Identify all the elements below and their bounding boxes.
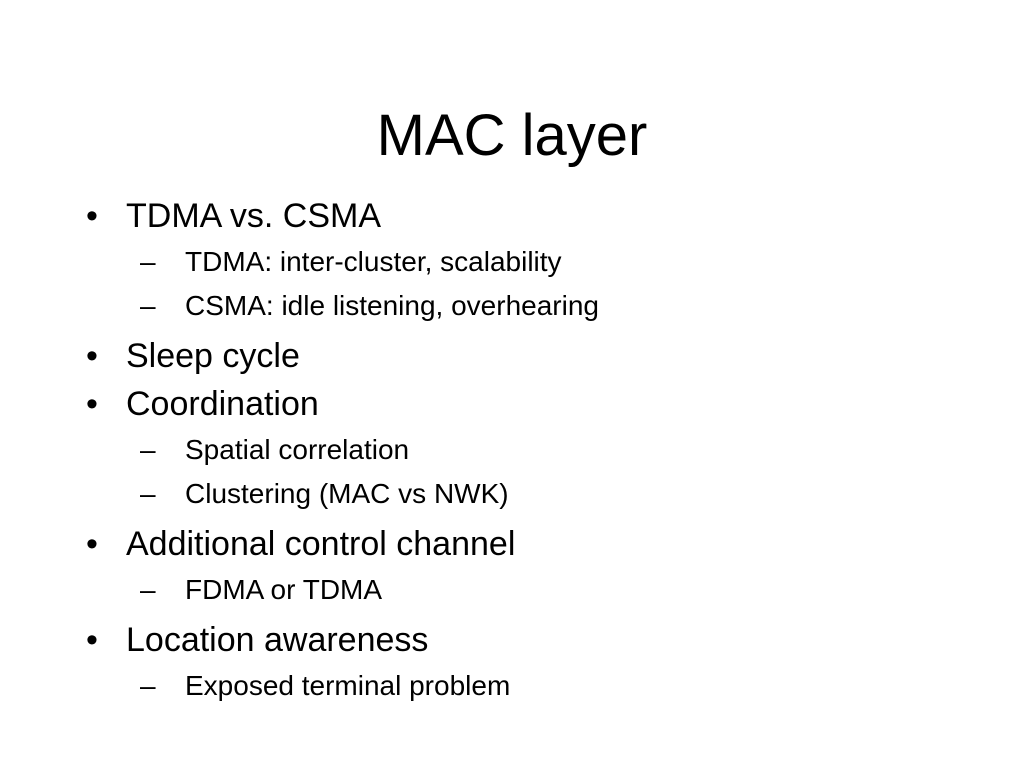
sub-list: – TDMA: inter-cluster, scalability – CSM… (126, 240, 944, 328)
sub-item: – Spatial correlation (140, 428, 944, 472)
sub-item-text: Spatial correlation (185, 434, 410, 465)
bullet-list: • TDMA vs. CSMA – TDMA: inter-cluster, s… (84, 196, 944, 716)
dash-icon: – (140, 574, 156, 605)
sub-item-text: Clustering (MAC vs NWK) (185, 478, 509, 509)
bullet-icon: • (86, 197, 98, 235)
bullet-text: Location awareness (126, 621, 429, 659)
dash-icon: – (140, 478, 156, 509)
sub-item: – TDMA: inter-cluster, scalability (140, 240, 944, 284)
bullet-text: Coordination (126, 385, 319, 423)
bullet-item: • Sleep cycle (84, 336, 944, 376)
bullet-icon: • (86, 337, 98, 375)
dash-icon: – (140, 670, 156, 701)
bullet-icon: • (86, 621, 98, 659)
bullet-item: • Coordination – Spatial correlation – C… (84, 384, 944, 516)
bullet-item: • TDMA vs. CSMA – TDMA: inter-cluster, s… (84, 196, 944, 328)
sub-item-text: TDMA: inter-cluster, scalability (185, 246, 562, 277)
bullet-text: Sleep cycle (126, 337, 300, 375)
sub-item: – Exposed terminal problem (140, 664, 944, 708)
dash-icon: – (140, 290, 156, 321)
dash-icon: – (140, 246, 156, 277)
sub-item: – FDMA or TDMA (140, 568, 944, 612)
sub-item: – Clustering (MAC vs NWK) (140, 472, 944, 516)
bullet-icon: • (86, 385, 98, 423)
bullet-text: Additional control channel (126, 525, 516, 563)
bullet-text: TDMA vs. CSMA (126, 197, 382, 235)
sub-item-text: Exposed terminal problem (185, 670, 511, 701)
sub-item-text: FDMA or TDMA (185, 574, 383, 605)
sub-item-text: CSMA: idle listening, overhearing (185, 290, 599, 321)
sub-list: – FDMA or TDMA (126, 568, 944, 612)
bullet-item: • Additional control channel – FDMA or T… (84, 524, 944, 612)
sub-item: – CSMA: idle listening, overhearing (140, 284, 944, 328)
bullet-icon: • (86, 525, 98, 563)
dash-icon: – (140, 434, 156, 465)
sub-list: – Exposed terminal problem (126, 664, 944, 708)
bullet-item: • Location awareness – Exposed terminal … (84, 620, 944, 708)
sub-list: – Spatial correlation – Clustering (MAC … (126, 428, 944, 516)
slide-title: MAC layer (376, 103, 648, 168)
